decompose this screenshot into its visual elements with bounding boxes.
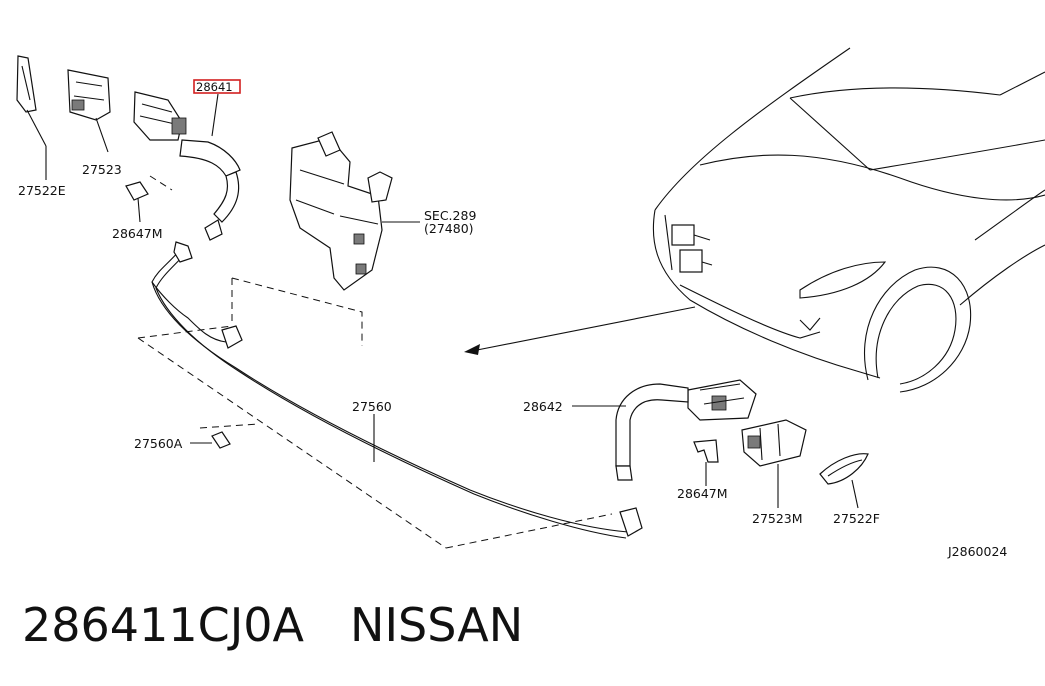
highlight-box-28641 [193, 79, 241, 94]
part-28647M-clip-right [693, 439, 719, 486]
diagram-code: J2860024 [947, 544, 1007, 559]
brand-name: NISSAN [350, 598, 524, 652]
callout-28641: 28641 [196, 80, 233, 94]
callout-sec289: SEC.289 [424, 208, 476, 223]
part-number: 286411CJ0A [22, 598, 305, 652]
callout-27560: 27560 [352, 399, 392, 414]
callout-27522F: 27522F [833, 511, 880, 526]
part-27522F-cover [819, 453, 869, 509]
part-27522E-cover [16, 55, 47, 180]
callout-27523M: 27523M [752, 511, 803, 526]
part-reservoir-tank [289, 131, 420, 291]
part-27560-hose [151, 241, 643, 539]
part-28641-nozzle [133, 91, 241, 241]
direction-arrow [464, 306, 696, 355]
callout-27560A: 27560A [134, 436, 183, 451]
part-27523M-bracket [741, 419, 807, 508]
callout-28642: 28642 [523, 399, 563, 414]
callout-27523: 27523 [82, 162, 122, 177]
car-outline [652, 47, 1045, 393]
dashed-outline [137, 277, 613, 549]
caption: 286411CJ0A NISSAN [22, 598, 523, 652]
callout-27480: (27480) [424, 221, 474, 236]
callout-28647M-right: 28647M [677, 486, 728, 501]
part-28642-nozzle [572, 379, 757, 481]
parts-diagram: 27522E 27523 28641 28647M SEC.289 (27480… [16, 47, 1045, 559]
part-28647M-clip-left [125, 181, 149, 223]
part-27523-bracket [67, 69, 111, 153]
part-27560A-clip [190, 431, 231, 449]
callout-28647M-left: 28647M [112, 226, 163, 241]
callout-27522E: 27522E [18, 183, 66, 198]
